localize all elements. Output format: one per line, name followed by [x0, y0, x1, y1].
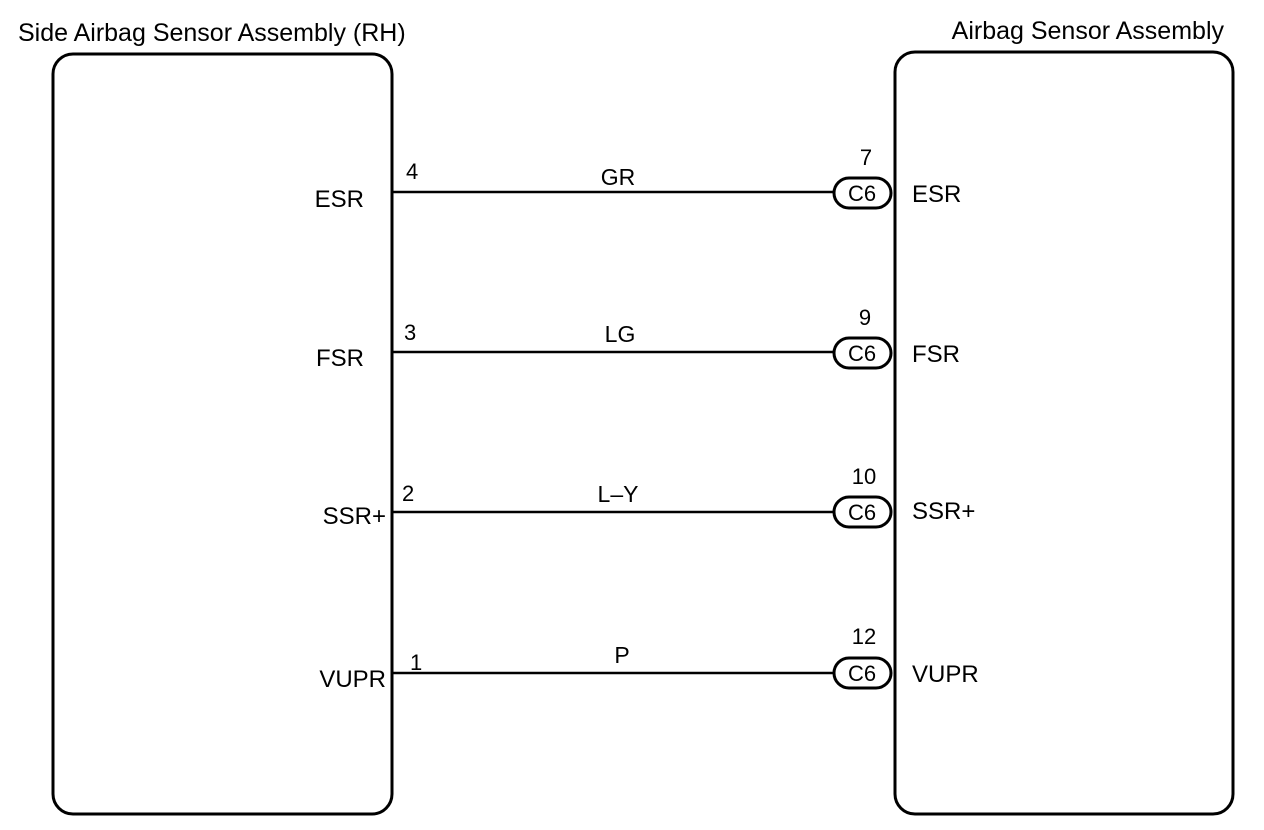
circuit-row: C6 ESR 4 GR 7 ESR	[315, 145, 962, 213]
connector-label: C6	[848, 661, 876, 686]
wire-color-label: P	[614, 642, 629, 668]
left-pin-number: 1	[410, 650, 422, 675]
right-signal-label: VUPR	[912, 661, 979, 688]
left-pin-number: 2	[402, 481, 414, 506]
connector-c6	[832, 336, 893, 370]
wire-color-label: L–Y	[598, 481, 639, 507]
left-pin-number: 4	[406, 159, 418, 184]
circuit-row: C6 VUPR 1 P 12 VUPR	[319, 624, 978, 693]
left-pin-number: 3	[404, 320, 416, 345]
right-component-title: Airbag Sensor Assembly	[952, 17, 1225, 45]
connector-label: C6	[848, 500, 876, 525]
right-pin-number: 12	[852, 624, 876, 649]
connector-c6	[832, 656, 893, 690]
left-component-box	[51, 52, 394, 816]
circuit-row: C6 FSR 3 LG 9 FSR	[316, 305, 960, 372]
circuit-row: C6 SSR+ 2 L–Y 10 SSR+	[323, 464, 976, 530]
right-component-box	[893, 50, 1235, 816]
left-signal-label: ESR	[315, 186, 364, 213]
left-signal-label: VUPR	[319, 666, 386, 693]
wire-color-label: GR	[601, 164, 636, 190]
right-pin-number: 7	[860, 145, 872, 170]
connector-label: C6	[848, 181, 876, 206]
left-signal-label: SSR+	[323, 503, 386, 530]
right-pin-number: 10	[852, 464, 876, 489]
right-signal-label: FSR	[912, 341, 960, 368]
connector-c6	[832, 176, 893, 210]
right-pin-number: 9	[859, 305, 871, 330]
wire-color-label: LG	[605, 321, 636, 347]
connector-c6	[832, 495, 893, 529]
connector-label: C6	[848, 341, 876, 366]
left-component-title: Side Airbag Sensor Assembly (RH)	[18, 19, 406, 47]
right-signal-label: ESR	[912, 181, 961, 208]
right-signal-label: SSR+	[912, 498, 975, 525]
left-signal-label: FSR	[316, 345, 364, 372]
